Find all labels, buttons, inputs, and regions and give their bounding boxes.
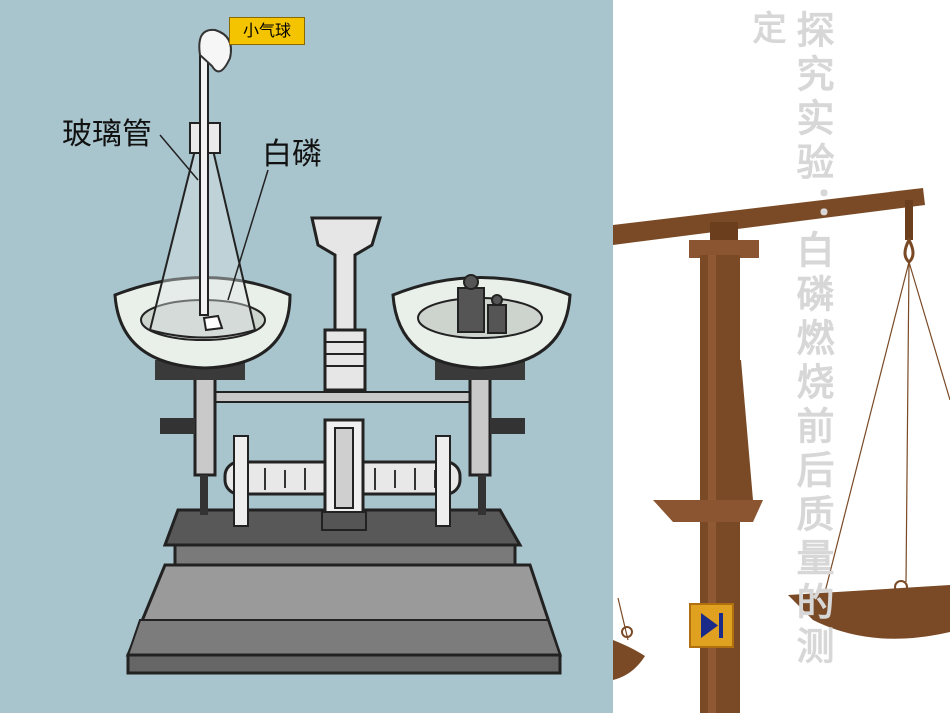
play-next-icon	[701, 613, 723, 638]
glass-tube-label: 玻璃管	[62, 117, 152, 152]
balance-illustration	[0, 0, 613, 713]
scale-decoration	[613, 0, 950, 713]
title-continuation: 定	[746, 10, 786, 50]
title-main: 探究实验：白磷燃烧前后质量的测	[790, 10, 834, 670]
balloon-label: 小气球	[229, 17, 305, 45]
next-slide-button[interactable]	[689, 603, 734, 648]
white-phosphorus-label: 白磷	[262, 137, 322, 172]
